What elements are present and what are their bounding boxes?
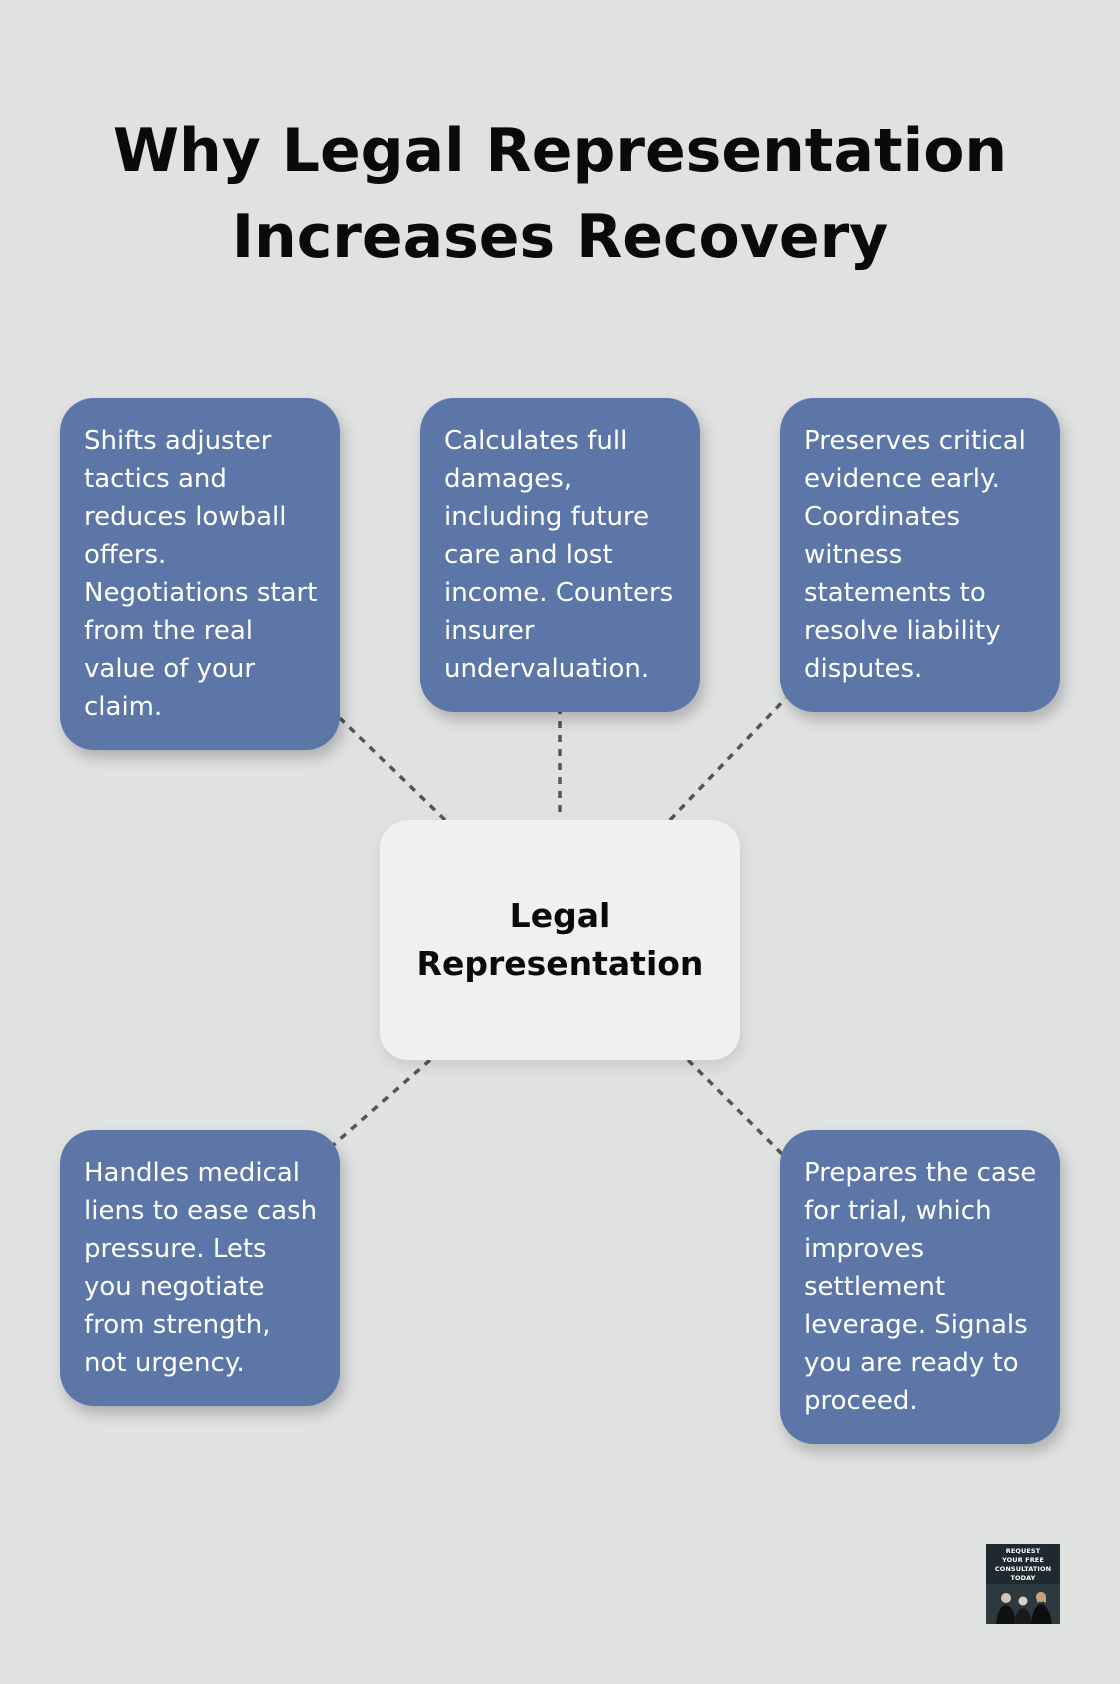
card-4-text: Handles medical liens to ease cash press…	[84, 1158, 318, 1378]
badge-text: REQUEST YOUR FREE CONSULTATION TODAY	[986, 1547, 1060, 1583]
badge-line-4: TODAY	[1010, 1574, 1036, 1582]
card-5-text: Prepares the case for trial, which impro…	[804, 1158, 1037, 1416]
connector-hub-to-card-4	[328, 1058, 432, 1150]
hub-label-line-2: Representation	[416, 944, 704, 983]
hub-label-line-1: Legal	[509, 896, 611, 935]
card-1-text: Shifts adjuster tactics and reduces lowb…	[84, 426, 318, 722]
card-evidence: Preserves critical evidence early. Coord…	[780, 398, 1060, 712]
card-3-text: Preserves critical evidence early. Coord…	[804, 426, 1026, 684]
diagram-title: Why Legal Representation Increases Recov…	[0, 108, 1120, 280]
card-full-damages: Calculates full damages, including futur…	[420, 398, 700, 712]
badge-line-1: REQUEST	[1005, 1547, 1041, 1555]
card-medical-liens: Handles medical liens to ease cash press…	[60, 1130, 340, 1406]
title-line-1: Why Legal Representation	[112, 116, 1008, 186]
card-2-text: Calculates full damages, including futur…	[444, 426, 674, 684]
badge-line-3: CONSULTATION	[994, 1565, 1052, 1573]
connector-hub-to-card-1	[338, 716, 447, 822]
badge-line-2: YOUR FREE	[1002, 1556, 1044, 1564]
attorneys-photo-icon	[986, 1584, 1060, 1624]
title-line-2: Increases Recovery	[231, 202, 889, 272]
connector-hub-to-card-3	[668, 696, 788, 822]
consultation-badge[interactable]: REQUEST YOUR FREE CONSULTATION TODAY	[986, 1544, 1060, 1624]
card-adjuster-tactics: Shifts adjuster tactics and reduces lowb…	[60, 398, 340, 750]
connector-hub-to-card-5	[686, 1058, 788, 1160]
hub-label: Legal Representation	[417, 892, 704, 988]
card-trial-prep: Prepares the case for trial, which impro…	[780, 1130, 1060, 1444]
hub-node: Legal Representation	[380, 820, 740, 1060]
